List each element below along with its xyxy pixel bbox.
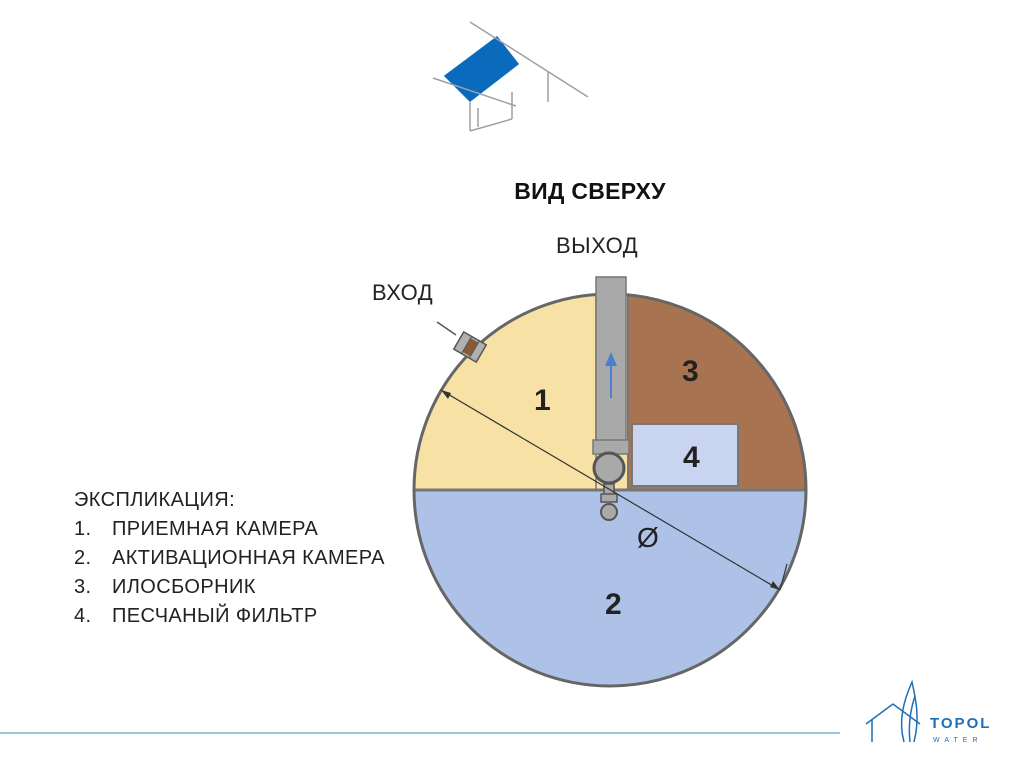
legend-item: 4. ПЕСЧАНЫЙ ФИЛЬТР <box>74 602 385 631</box>
legend: ЭКСПЛИКАЦИЯ: 1. ПРИЕМНАЯ КАМЕРА 2. АКТИВ… <box>74 486 385 631</box>
legend-item-number: 4. <box>74 605 92 627</box>
legend-item-text: ПРИЕМНАЯ КАМЕРА <box>112 518 319 540</box>
legend-heading: ЭКСПЛИКАЦИЯ: <box>74 489 236 511</box>
section-1-number: 1 <box>534 384 551 417</box>
inlet-fitting <box>452 330 488 364</box>
flow-arrow-icon <box>605 352 617 398</box>
legend-item-text: ПЕСЧАНЫЙ ФИЛЬТР <box>112 605 318 627</box>
diameter-symbol: Ø <box>637 522 659 553</box>
outlet-label: ВЫХОД <box>556 233 639 258</box>
legend-item: 1. ПРИЕМНАЯ КАМЕРА <box>74 515 385 544</box>
legend-item-text: АКТИВАЦИОННАЯ КАМЕРА <box>112 547 385 569</box>
legend-item: 3. ИЛОСБОРНИК <box>74 573 385 602</box>
house-icon <box>432 21 589 132</box>
logo-name: TOPOL <box>930 715 992 732</box>
section-4-number: 4 <box>683 441 700 474</box>
section-4-area <box>631 423 739 487</box>
legend-item-number: 1. <box>74 518 92 540</box>
legend-item-number: 3. <box>74 576 92 598</box>
page-title: ВИД СВЕРХУ <box>514 178 666 204</box>
legend-item-number: 2. <box>74 547 92 569</box>
diameter-dimension: Ø <box>440 389 788 591</box>
logo-subtitle: WATER <box>933 737 983 744</box>
inlet-leader-line <box>436 321 457 336</box>
legend-item-text: ИЛОСБОРНИК <box>112 576 256 598</box>
inlet-label: ВХОД <box>372 280 434 305</box>
section-2-number: 2 <box>605 588 622 621</box>
outlet-pipe <box>592 276 630 521</box>
topol-logo-icon <box>865 679 921 743</box>
section-2-area <box>414 490 806 686</box>
legend-item: 2. АКТИВАЦИОННАЯ КАМЕРА <box>74 544 385 573</box>
section-3-number: 3 <box>682 355 699 388</box>
